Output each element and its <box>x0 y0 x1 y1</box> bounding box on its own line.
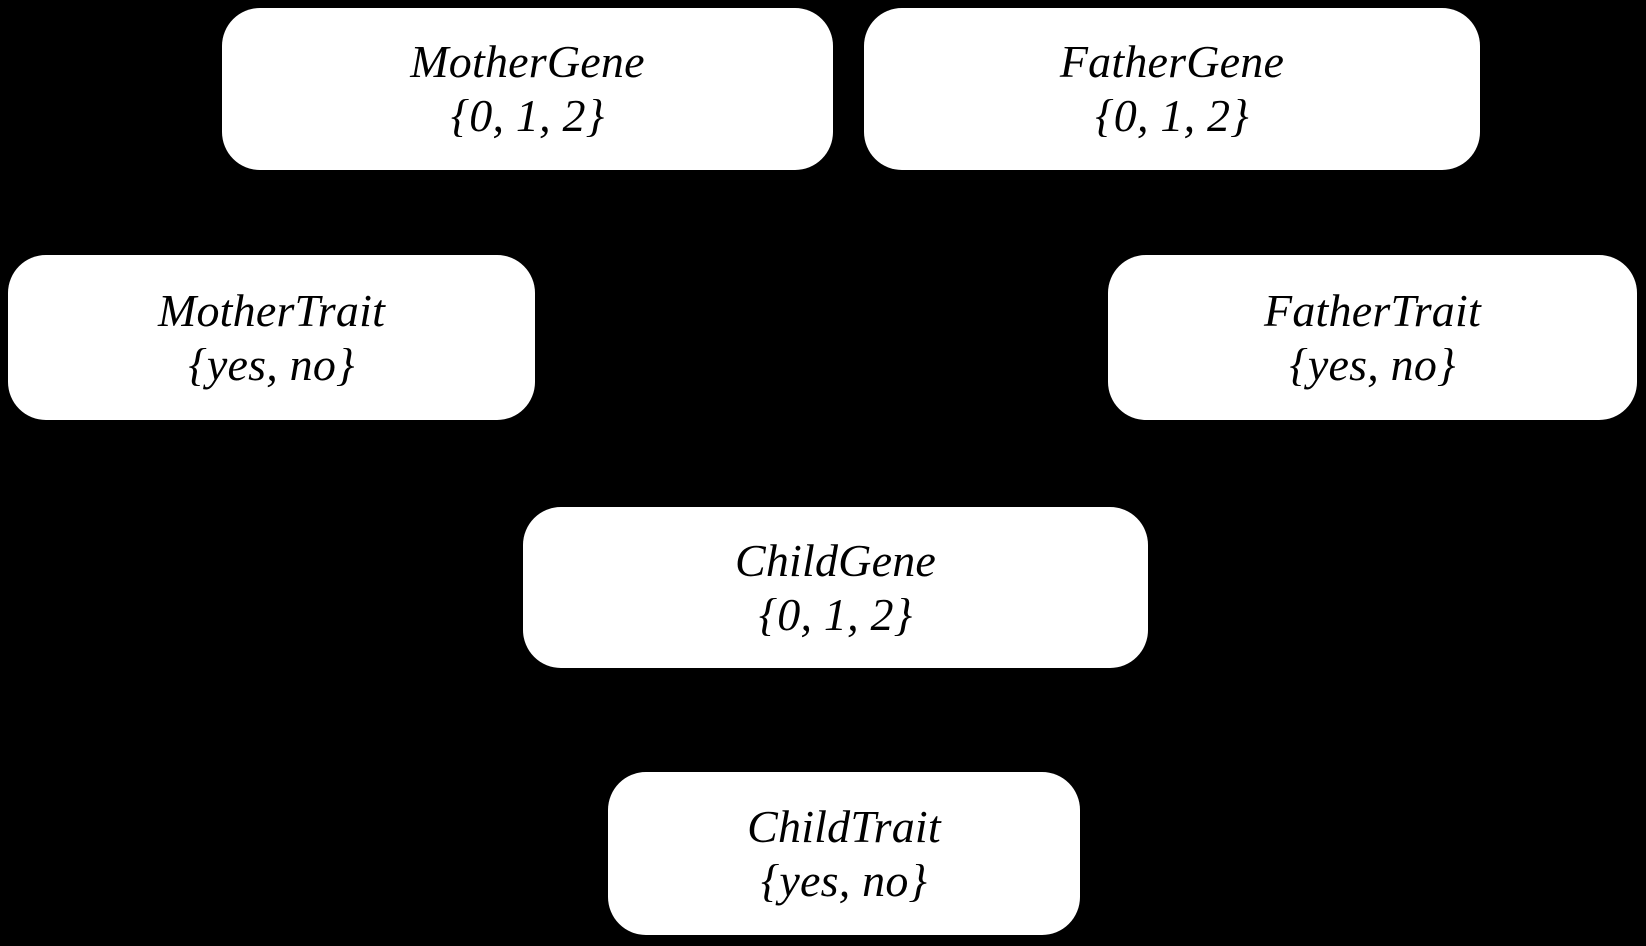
node-mother-gene-label: MotherGene <box>410 36 645 88</box>
node-father-trait[interactable]: FatherTrait {yes, no} <box>1108 255 1637 420</box>
node-father-gene-domain: {0, 1, 2} <box>1095 90 1249 141</box>
node-child-trait[interactable]: ChildTrait {yes, no} <box>608 772 1080 935</box>
node-child-gene[interactable]: ChildGene {0, 1, 2} <box>523 507 1148 668</box>
node-father-gene[interactable]: FatherGene {0, 1, 2} <box>864 8 1480 170</box>
node-father-trait-domain: {yes, no} <box>1289 338 1456 390</box>
node-mother-trait-label: MotherTrait <box>157 284 386 336</box>
node-mother-gene[interactable]: MotherGene {0, 1, 2} <box>222 8 833 170</box>
node-child-gene-domain: {0, 1, 2} <box>758 588 913 640</box>
node-father-trait-label: FatherTrait <box>1264 284 1481 336</box>
node-father-gene-label: FatherGene <box>1059 36 1285 88</box>
node-mother-gene-domain: {0, 1, 2} <box>450 90 605 141</box>
node-mother-trait[interactable]: MotherTrait {yes, no} <box>8 255 535 420</box>
node-child-trait-label: ChildTrait <box>747 800 941 852</box>
node-child-trait-domain: {yes, no} <box>760 854 928 906</box>
node-child-gene-label: ChildGene <box>734 534 937 586</box>
node-mother-trait-domain: {yes, no} <box>188 338 355 390</box>
